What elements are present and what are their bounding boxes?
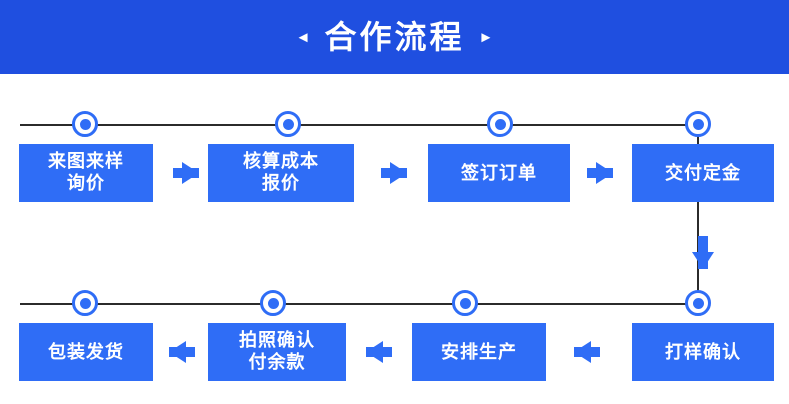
arrow-down-icon [692, 236, 714, 269]
arrow-right-icon-1 [173, 162, 199, 184]
node-dot-step-1 [72, 111, 98, 137]
rail-bottom [20, 303, 698, 305]
step-label-2: 核算成本 报价 [243, 151, 319, 193]
node-dot-step-6 [452, 290, 478, 316]
step-label-3: 签订订单 [461, 162, 537, 183]
arrow-right-icon-2 [381, 162, 407, 184]
header-banner: ◄ 合作流程 ► [0, 0, 789, 74]
step-box-7[interactable]: 拍照确认 付余款 [208, 323, 346, 381]
node-dot-step-2 [275, 111, 301, 137]
step-label-6: 安排生产 [441, 341, 517, 362]
arrow-left-icon-3 [169, 341, 195, 363]
step-box-8[interactable]: 包装发货 [19, 323, 153, 381]
right-ornament-icon: ► [478, 28, 494, 46]
left-ornament-icon: ◄ [295, 28, 311, 46]
arrow-right-icon-3 [587, 162, 613, 184]
step-label-1: 来图来样 询价 [48, 151, 124, 193]
step-label-8: 包装发货 [48, 341, 124, 362]
header-inner: ◄ 合作流程 ► [0, 0, 789, 74]
step-label-4: 交付定金 [665, 162, 741, 183]
node-dot-step-3 [487, 111, 513, 137]
step-box-4[interactable]: 交付定金 [632, 144, 774, 202]
step-box-5[interactable]: 打样确认 [632, 323, 774, 381]
step-label-5: 打样确认 [665, 341, 741, 362]
step-box-3[interactable]: 签订订单 [428, 144, 570, 202]
arrow-left-icon-1 [574, 341, 600, 363]
node-dot-step-8 [72, 290, 98, 316]
rail-top [20, 124, 698, 126]
page-title: 合作流程 [324, 19, 465, 55]
flow-canvas: 来图来样 询价 核算成本 报价 签订订单 交付定金 [0, 74, 789, 404]
step-box-2[interactable]: 核算成本 报价 [208, 144, 354, 202]
step-box-6[interactable]: 安排生产 [412, 323, 546, 381]
arrow-left-icon-2 [366, 341, 392, 363]
node-dot-step-4 [685, 111, 711, 137]
step-label-7: 拍照确认 付余款 [239, 330, 315, 372]
step-box-1[interactable]: 来图来样 询价 [19, 144, 153, 202]
node-dot-step-7 [260, 290, 286, 316]
node-dot-step-5 [685, 290, 711, 316]
rail-right-vertical [697, 124, 699, 304]
